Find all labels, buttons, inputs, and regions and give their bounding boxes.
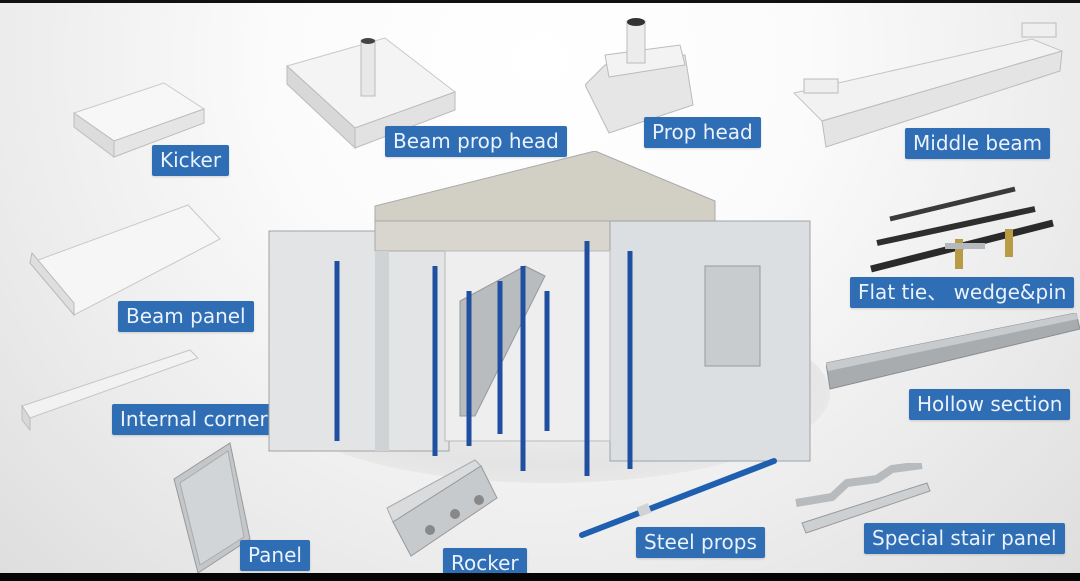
internal-corner-label: Internal corner: [112, 404, 276, 435]
hollow-section-image: [826, 313, 1080, 393]
flat-tie-label: Flat tie、 wedge&pin: [850, 277, 1075, 308]
flat-tie-image: [865, 181, 1065, 276]
beam-panel-label: Beam panel: [118, 301, 254, 332]
internal-corner-image: [20, 348, 200, 433]
panel-label: Panel: [240, 540, 310, 571]
formwork-assembly-image: [265, 151, 815, 476]
middle-beam-image: [792, 21, 1067, 149]
middle-beam-label: Middle beam: [905, 128, 1051, 159]
prop-head-label: Prop head: [644, 117, 761, 148]
beam-prop-head-label: Beam prop head: [385, 126, 567, 157]
top-border: [0, 0, 1080, 3]
kicker-image: [72, 81, 207, 161]
rocker-image: [385, 458, 500, 558]
prop-head-image: [585, 15, 695, 135]
bottom-border: [0, 573, 1080, 581]
special-stair-panel-image: [792, 463, 932, 535]
special-stair-panel-label: Special stair panel: [864, 523, 1065, 554]
kicker-label: Kicker: [152, 145, 230, 176]
product-poster: Kicker Beam prop head Prop head Middle b…: [0, 3, 1080, 579]
beam-prop-head-image: [285, 36, 457, 154]
steel-props-label: Steel props: [636, 527, 765, 558]
hollow-section-label: Hollow section: [909, 389, 1071, 420]
panel-image: [172, 439, 252, 574]
beam-panel-image: [28, 203, 223, 318]
steel-props-image: [578, 455, 783, 540]
